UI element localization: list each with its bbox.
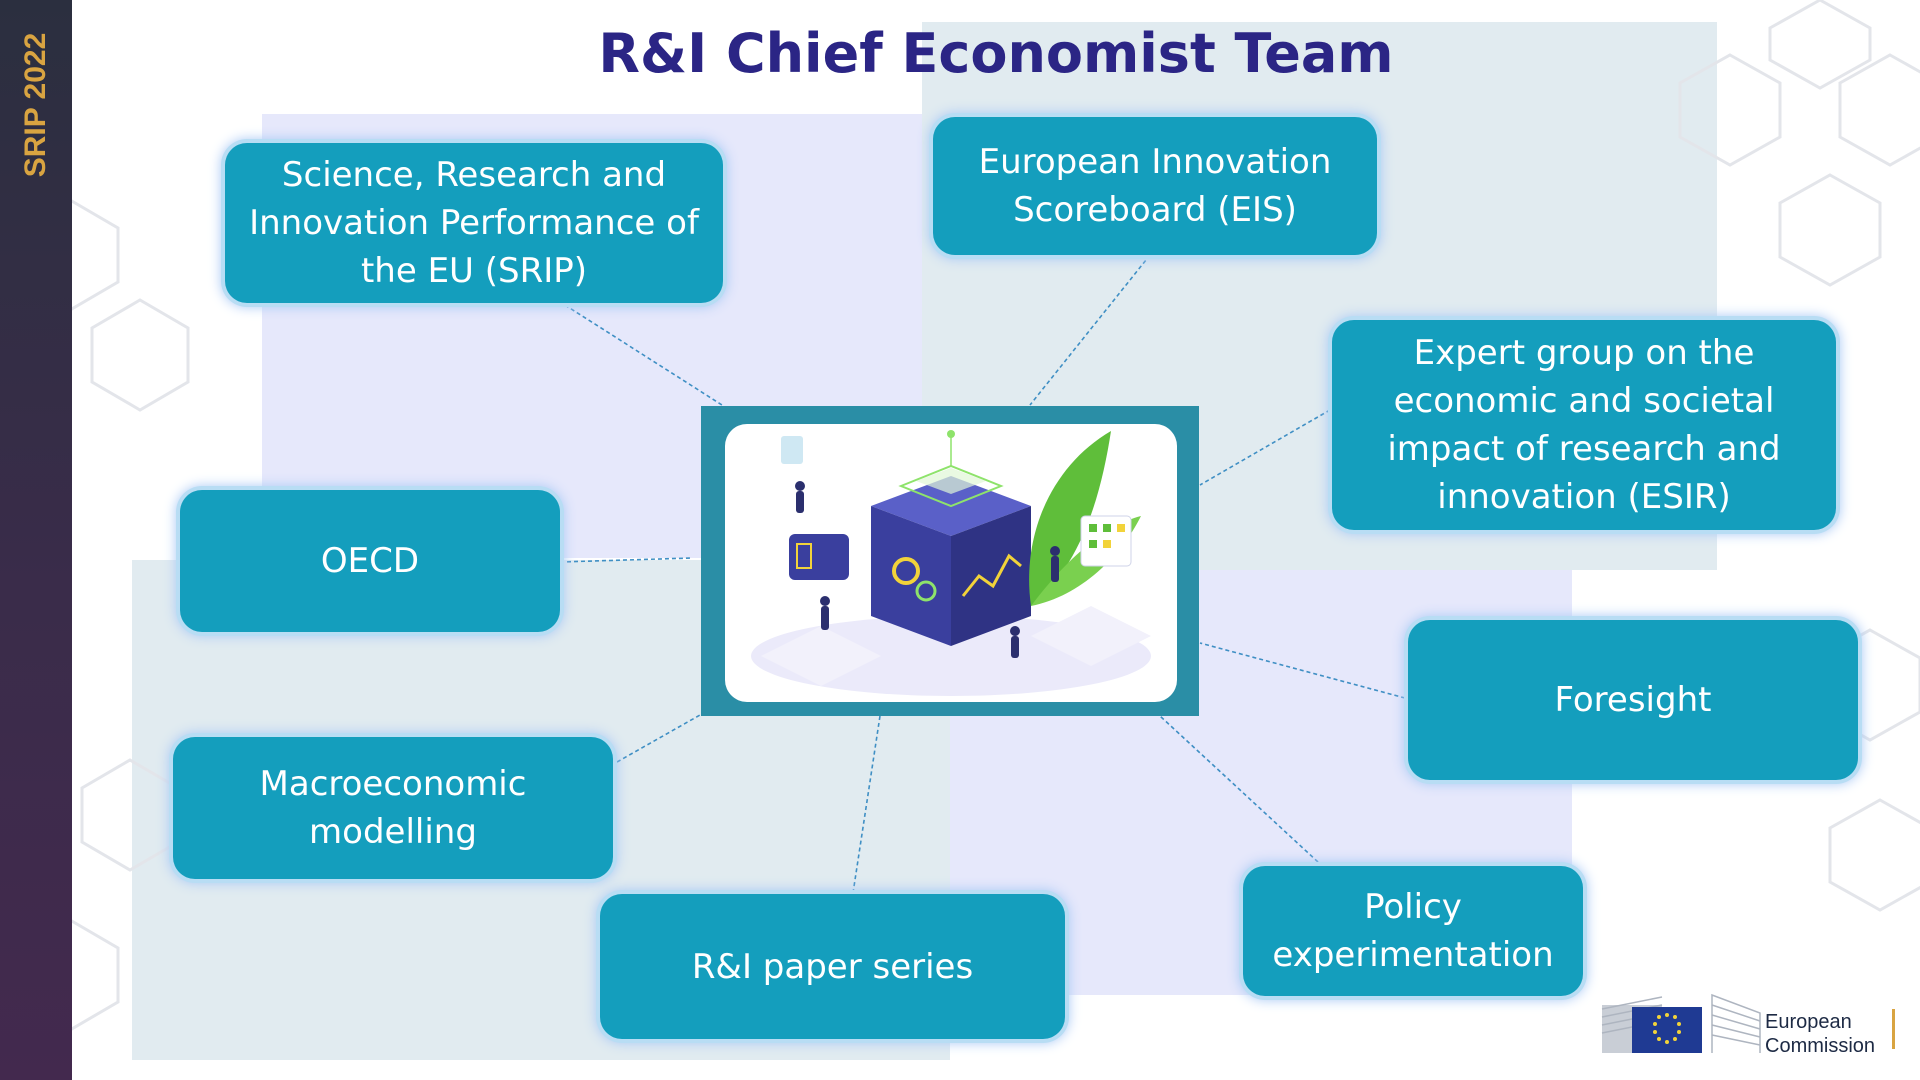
connector-eis [1029, 254, 1151, 406]
node-srip: Science, Research and Innovation Perform… [225, 143, 723, 303]
node-policy: Policy experimentation [1243, 866, 1583, 996]
node-esir: Expert group on the economic and societa… [1332, 320, 1836, 530]
connector-foresight [1199, 642, 1406, 699]
center-illustration [701, 406, 1199, 716]
logo-line-1: European [1765, 1011, 1852, 1033]
node-paper: R&I paper series [600, 894, 1065, 1039]
connector-macro [616, 714, 701, 763]
european-commission-logo [1601, 993, 1895, 1053]
node-foresight: Foresight [1408, 620, 1858, 780]
european-commission-wordmark: European Commission [1765, 1010, 1875, 1058]
connector-policy [1159, 715, 1319, 863]
node-macro: Macroeconomic modelling [173, 737, 613, 879]
sidebar: SRIP 2022 [0, 0, 72, 1080]
logo-line-2: Commission [1765, 1035, 1876, 1057]
gauge-icon [892, 557, 920, 585]
connector-oecd [559, 557, 693, 563]
node-oecd: OECD [180, 490, 560, 632]
connector-esir [1199, 409, 1331, 486]
connector-paper [852, 715, 881, 894]
node-eis: European Innovation Scoreboard (EIS) [933, 117, 1377, 255]
connector-srip [564, 304, 723, 406]
page-title: R&I Chief Economist Team [598, 22, 1394, 85]
